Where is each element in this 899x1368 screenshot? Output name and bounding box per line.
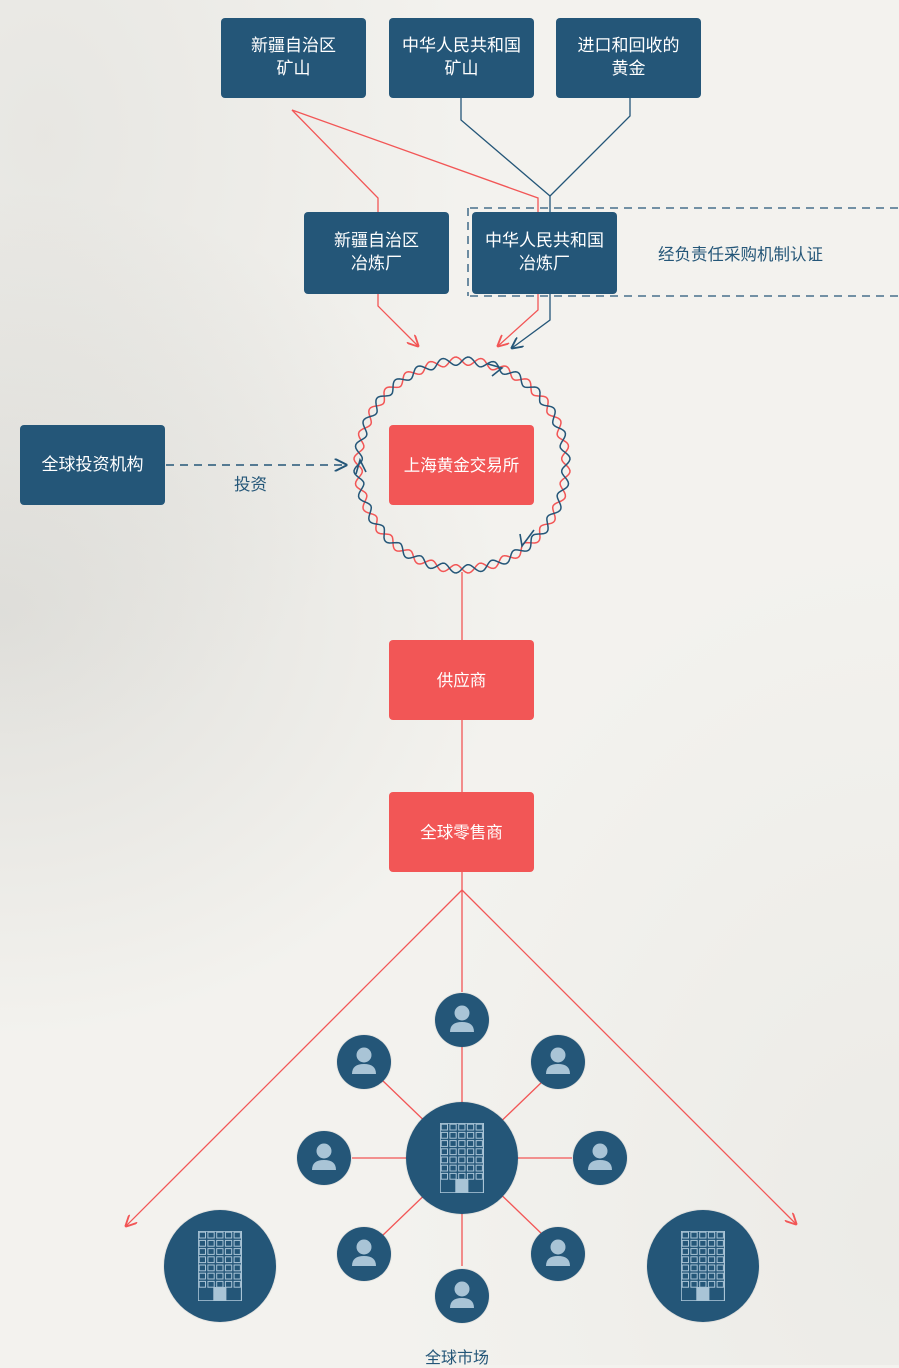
xinjiang-mine-label: 新疆自治区 矿山 xyxy=(251,36,336,79)
customer-circle xyxy=(531,1035,585,1089)
global-retailer-box[interactable]: 全球零售商 xyxy=(389,792,534,872)
xinjiang-smelter-label: 新疆自治区 冶炼厂 xyxy=(334,231,419,274)
person-icon xyxy=(546,1047,570,1074)
imported-gold-label: 进口和回收的 黄金 xyxy=(577,36,680,79)
person-icon xyxy=(450,1005,474,1032)
prc-mine-label: 中华人民共和国 矿山 xyxy=(402,36,521,79)
customer-circle xyxy=(297,1131,351,1185)
global-retailer-label: 全球零售商 xyxy=(420,822,503,842)
prc-smelter-box[interactable]: 中华人民共和国 冶炼厂 xyxy=(472,212,617,294)
building-icon xyxy=(440,1123,484,1193)
supplier-box[interactable]: 供应商 xyxy=(389,640,534,720)
certification-dashed-region xyxy=(467,207,899,297)
person-icon xyxy=(450,1281,474,1308)
xinjiang-smelter-box[interactable]: 新疆自治区 冶炼厂 xyxy=(304,212,449,294)
global-investors-label: 全球投资机构 xyxy=(41,454,144,475)
customer-circle xyxy=(337,1035,391,1089)
left-building-circle xyxy=(164,1210,276,1322)
invest-label: 投资 xyxy=(234,475,267,494)
person-icon xyxy=(546,1239,570,1266)
person-icon xyxy=(352,1239,376,1266)
customer-circle xyxy=(573,1131,627,1185)
red-source-lines xyxy=(291,109,539,346)
person-icon xyxy=(312,1143,336,1170)
right-building-circle xyxy=(647,1210,759,1322)
supplier-label: 供应商 xyxy=(436,670,487,690)
global-market-label: 全球市场 xyxy=(425,1348,490,1367)
person-icon xyxy=(352,1047,376,1074)
person-icon xyxy=(588,1143,612,1170)
xinjiang-mine-box[interactable]: 新疆自治区 矿山 xyxy=(221,18,366,98)
central-building-circle xyxy=(406,1102,518,1214)
blue-source-lines xyxy=(460,98,631,348)
prc-mine-box[interactable]: 中华人民共和国 矿山 xyxy=(389,18,534,98)
shanghai-gold-exchange-label: 上海黄金交易所 xyxy=(403,455,520,475)
customer-circle xyxy=(337,1227,391,1281)
certification-label: 经负责任采购机制认证 xyxy=(658,245,823,264)
customer-circle xyxy=(435,1269,489,1323)
building-icon xyxy=(198,1231,242,1301)
building-icon xyxy=(681,1231,725,1301)
customer-circle xyxy=(531,1227,585,1281)
exchange-cycle-ring xyxy=(353,356,571,574)
global-investors-box[interactable]: 全球投资机构 xyxy=(20,425,165,505)
prc-smelter-label: 中华人民共和国 冶炼厂 xyxy=(485,231,604,274)
imported-gold-box[interactable]: 进口和回收的 黄金 xyxy=(556,18,701,98)
customer-circle xyxy=(435,993,489,1047)
shanghai-gold-exchange-box[interactable]: 上海黄金交易所 xyxy=(389,425,534,505)
